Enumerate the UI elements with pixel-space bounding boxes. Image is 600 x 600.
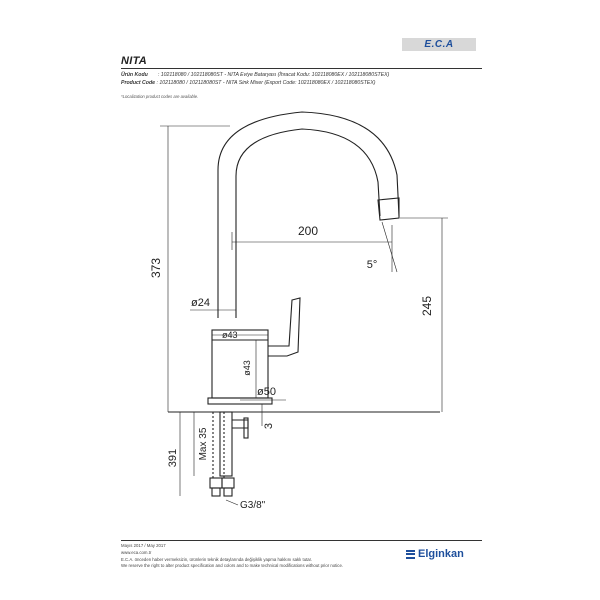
tr-code-label: Ürün Kodu bbox=[121, 72, 148, 78]
header-divider bbox=[121, 68, 482, 69]
dim-5-degrees: 5° bbox=[367, 259, 378, 271]
footer-website[interactable]: www.eca.com.tr bbox=[121, 550, 152, 555]
dim-391: 391 bbox=[167, 449, 179, 467]
dim-3: 3 bbox=[263, 423, 275, 429]
dim-g3-8-thread: G3/8" bbox=[240, 500, 266, 511]
elginkan-brand-text: Elginkan bbox=[418, 548, 464, 560]
dim-diameter-50: ø50 bbox=[257, 386, 276, 398]
dim-diameter-24: ø24 bbox=[191, 297, 210, 309]
footer-tr-notice: E.C.A. önceden haber vermeksizin, ürünle… bbox=[121, 557, 313, 562]
dim-max-35: Max 35 bbox=[198, 427, 209, 460]
tr-product-code: Ürün Kodu : 102118080 / 102118080ST - NI… bbox=[121, 72, 389, 79]
footer-divider bbox=[121, 540, 482, 541]
en-code-value: : 102118080 / 102118080ST - NITA Sink Mi… bbox=[156, 80, 376, 86]
footer-en-notice: We reserve the right to alter product sp… bbox=[121, 563, 344, 568]
spout-inner bbox=[235, 128, 381, 318]
aerator bbox=[377, 197, 400, 221]
elginkan-logo-icon bbox=[406, 549, 415, 559]
dim-diameter-43-vertical: ø43 bbox=[242, 360, 252, 376]
base-plate bbox=[207, 397, 273, 405]
dim-373: 373 bbox=[149, 258, 163, 278]
dim-245: 245 bbox=[420, 296, 434, 316]
dim-diameter-43-horizontal: ø43 bbox=[222, 330, 238, 340]
spout-outer bbox=[217, 111, 400, 318]
en-product-code: Product Code : 102118080 / 102118080ST -… bbox=[121, 80, 376, 87]
product-title: NITA bbox=[121, 55, 148, 67]
localization-note: *Localization product codes are availabl… bbox=[121, 94, 199, 99]
en-code-label: Product Code bbox=[121, 80, 156, 86]
shank bbox=[219, 411, 233, 477]
elginkan-brand: Elginkan bbox=[406, 548, 464, 560]
footer-date: Mayıs 2017 / May 2017 bbox=[121, 543, 166, 548]
lever-handle bbox=[268, 297, 301, 357]
tr-code-value: : 102118080 / 102118080ST - NITA Eviye B… bbox=[157, 72, 390, 78]
eca-logo-text: E.C.A bbox=[424, 39, 454, 50]
eca-logo: E.C.A bbox=[402, 38, 476, 51]
dim-200: 200 bbox=[298, 224, 318, 238]
